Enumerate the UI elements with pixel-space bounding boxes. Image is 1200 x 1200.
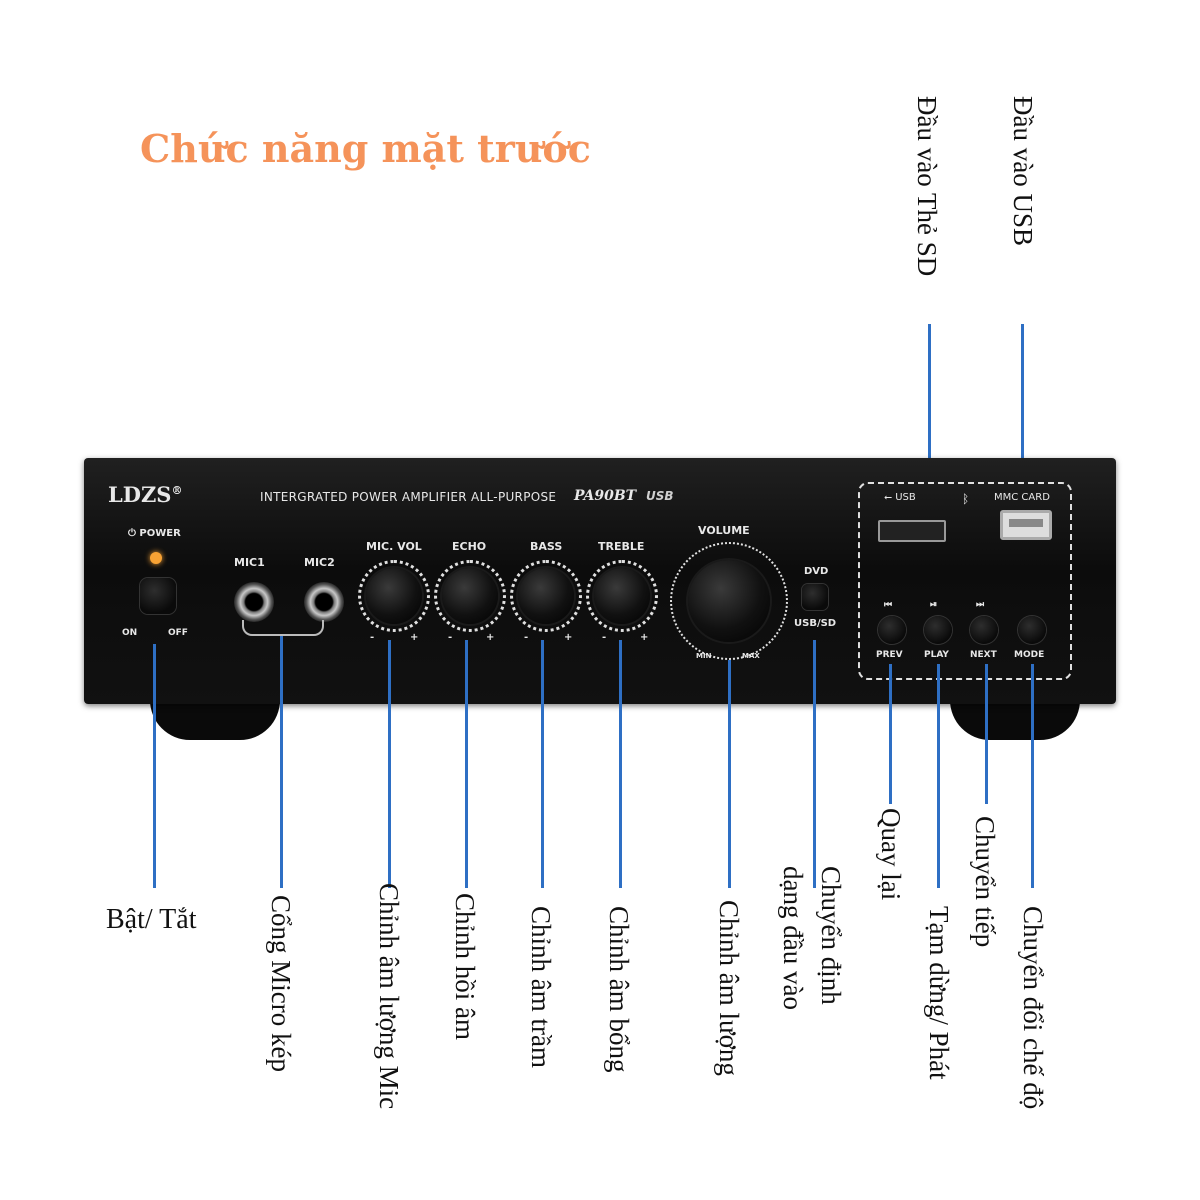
power-label: ⏻ POWER	[128, 528, 181, 539]
mic2-jack[interactable]	[304, 582, 344, 622]
leader-line-mic	[280, 636, 283, 888]
next-label: NEXT	[970, 650, 997, 660]
bass-plus: +	[564, 632, 573, 643]
prev-icon: ⏮	[884, 600, 893, 610]
leader-line-usb	[1021, 324, 1024, 474]
prev-label: PREV	[876, 650, 903, 660]
volume-knob[interactable]	[688, 560, 770, 642]
bass-minus: -	[524, 632, 529, 643]
volume-max-label: MAX	[742, 652, 760, 660]
usb-sd-label: USB/SD	[794, 618, 837, 629]
mic-bracket	[242, 620, 324, 636]
treble-scale	[586, 560, 658, 632]
leader-line-treble	[619, 640, 622, 888]
leader-line-play	[937, 664, 940, 888]
bass-knob[interactable]	[518, 568, 574, 624]
bass-label: BASS	[530, 540, 563, 553]
play-button[interactable]	[924, 616, 952, 644]
leader-line-mode	[1031, 664, 1034, 888]
prev-button[interactable]	[878, 616, 906, 644]
callout-volume: Chỉnh âm lượng	[714, 900, 744, 1076]
echo-knob[interactable]	[442, 568, 498, 624]
page-title: Chức năng mặt trước	[140, 126, 591, 171]
mmc-card-label: MMC CARD	[994, 492, 1050, 503]
play-label: PLAY	[924, 650, 949, 660]
treble-plus: +	[640, 632, 649, 643]
amplifier-front-panel: LDZS® INTERGRATED POWER AMPLIFIER ALL-PU…	[84, 458, 1116, 704]
callout-bass: Chỉnh âm trầm	[526, 906, 556, 1068]
treble-knob[interactable]	[594, 568, 650, 624]
usb-port-contacts	[1009, 519, 1043, 527]
mic-vol-scale	[358, 560, 430, 632]
mic1-jack[interactable]	[234, 582, 274, 622]
power-off-label: OFF	[168, 628, 188, 638]
treble-minus: -	[602, 632, 607, 643]
power-led	[150, 552, 162, 564]
leader-line-input	[813, 640, 816, 888]
next-button[interactable]	[970, 616, 998, 644]
leader-line-volume	[728, 660, 731, 888]
mic2-label: MIC2	[304, 556, 335, 569]
play-icon: ⏯	[930, 600, 938, 610]
leader-line-sd	[928, 324, 931, 474]
echo-minus: -	[448, 632, 453, 643]
callout-next: Chuyển tiếp	[970, 816, 1000, 948]
mic-vol-minus: -	[370, 632, 375, 643]
callout-power: Bật/ Tắt	[106, 904, 197, 935]
callout-mic-port: Cổng Micro kép	[266, 895, 296, 1072]
media-panel	[858, 482, 1072, 680]
model-number: PA90BT	[574, 488, 637, 504]
mode-button[interactable]	[1018, 616, 1046, 644]
power-on-label: ON	[122, 628, 138, 638]
echo-plus: +	[486, 632, 495, 643]
volume-label: VOLUME	[698, 524, 750, 537]
power-button[interactable]	[140, 578, 176, 614]
callout-input-mode: Chuyển định dạng đầu vào	[778, 866, 846, 1010]
brand-logo: LDZS	[108, 482, 172, 507]
callout-mic-vol: Chỉnh âm lượng Mic	[374, 883, 404, 1110]
callout-usb-input: Đầu vào USB	[1008, 96, 1038, 246]
bluetooth-icon: ᛒ	[962, 492, 970, 506]
callout-treble: Chỉnh âm bổng	[604, 906, 634, 1073]
mic1-label: MIC1	[234, 556, 265, 569]
mic-vol-knob[interactable]	[366, 568, 422, 624]
leader-line-next	[985, 664, 988, 804]
echo-scale	[434, 560, 506, 632]
leader-line-bass	[541, 640, 544, 888]
mic-vol-plus: +	[410, 632, 419, 643]
model-description: INTERGRATED POWER AMPLIFIER ALL-PURPOSE	[260, 490, 557, 504]
leader-line-echo	[465, 640, 468, 888]
brand-mark: ®	[171, 484, 183, 497]
dvd-label: DVD	[804, 566, 829, 577]
usb-logo: USB	[646, 489, 674, 503]
callout-mode: Chuyển đổi chế độ	[1018, 906, 1048, 1110]
callout-echo: Chỉnh hồi âm	[450, 893, 480, 1040]
volume-scale	[670, 542, 788, 660]
usb-port[interactable]	[1000, 510, 1052, 540]
leader-line-power	[153, 644, 156, 888]
next-icon: ⏭	[976, 600, 985, 610]
mode-label: MODE	[1014, 650, 1045, 660]
volume-min-label: MIN	[696, 652, 712, 660]
callout-play: Tạm dừng/ Phát	[924, 906, 954, 1080]
treble-label: TREBLE	[598, 540, 645, 553]
usb-icon-label: ⭠ USB	[884, 492, 916, 503]
input-select-button[interactable]	[802, 584, 828, 610]
leader-line-mic-vol	[388, 640, 391, 888]
callout-prev: Quay lại	[876, 808, 906, 901]
callout-sd-input: Đầu vào Thẻ SD	[912, 96, 942, 277]
usb-text: USB	[895, 492, 916, 503]
leader-line-prev	[889, 664, 892, 804]
echo-label: ECHO	[452, 540, 487, 553]
bass-scale	[510, 560, 582, 632]
sd-card-slot[interactable]	[878, 520, 946, 542]
mic-vol-label: MIC. VOL	[366, 540, 422, 553]
